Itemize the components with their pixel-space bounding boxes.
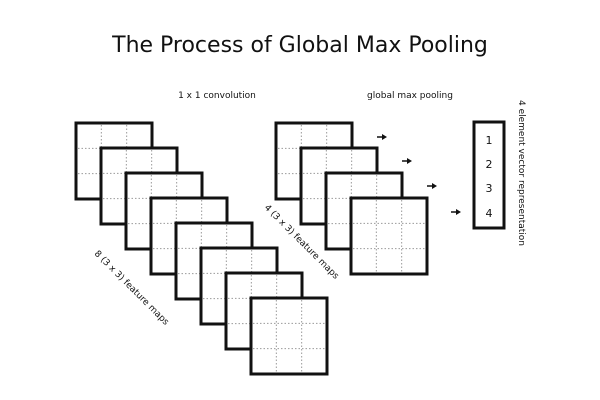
vector-element: 4: [486, 207, 493, 220]
diagram-title: The Process of Global Max Pooling: [111, 33, 488, 58]
pooling-arrows: [377, 134, 461, 215]
right-arrow-icon: [402, 158, 412, 164]
feature-map-stack-4: [274, 121, 429, 276]
right-arrow-icon: [427, 183, 437, 189]
feature-map-grid: [349, 196, 429, 276]
vector-element: 2: [486, 158, 493, 171]
output-vector-box: [472, 120, 506, 230]
right-arrow-icon: [377, 134, 387, 140]
vector-element: 1: [486, 134, 493, 147]
conv-label: 1 x 1 convolution: [178, 91, 256, 101]
vector-caption: 4 element vector representation: [516, 100, 526, 246]
vector-element: 3: [486, 182, 493, 195]
feature-map-grid: [249, 296, 329, 376]
feature-map-stack-8: [74, 121, 329, 376]
right-arrow-icon: [451, 209, 461, 215]
pool-label: global max pooling: [367, 91, 453, 101]
